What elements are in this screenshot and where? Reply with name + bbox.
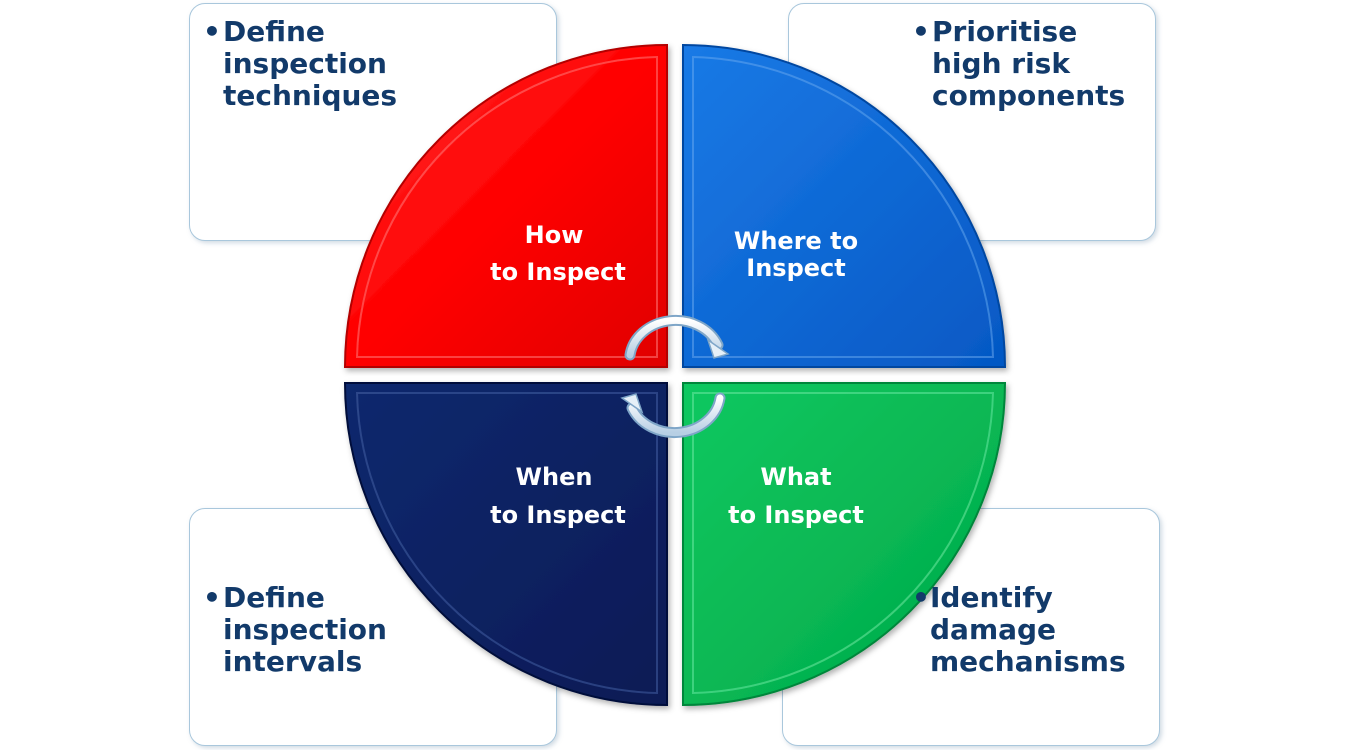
quadrant-when-line1: When xyxy=(516,463,593,491)
card-top-right-bullet: • xyxy=(912,15,930,48)
quadrant-what xyxy=(682,382,1007,707)
card-bottom-right-bullet: • xyxy=(912,581,930,614)
card-bottom-left-text: Define inspection intervals xyxy=(223,581,387,678)
card-top-left-bullet: • xyxy=(203,15,221,48)
quadrant-what-line1: What xyxy=(760,463,831,491)
quadrant-where-line2: Inspect xyxy=(746,254,845,282)
quadrant-how-line1: How xyxy=(525,221,584,249)
card-top-left-text: Define inspection techniques xyxy=(223,15,398,112)
quadrant-how-line2: to Inspect xyxy=(490,258,626,286)
quadrant-how xyxy=(343,43,668,368)
card-top-right-text: Prioritise high risk components xyxy=(932,15,1126,112)
quadrant-when xyxy=(343,382,668,707)
quadrant-where-line1: Where to xyxy=(734,227,858,255)
card-bottom-left-bullet: • xyxy=(203,581,221,614)
quadrant-when-line2: to Inspect xyxy=(490,501,626,529)
quadrant-where xyxy=(682,43,1007,368)
circular-arrows-icon xyxy=(620,314,730,439)
card-bottom-right-text: Identify damage mechanisms xyxy=(930,581,1126,678)
quadrant-what-line2: to Inspect xyxy=(728,501,864,529)
